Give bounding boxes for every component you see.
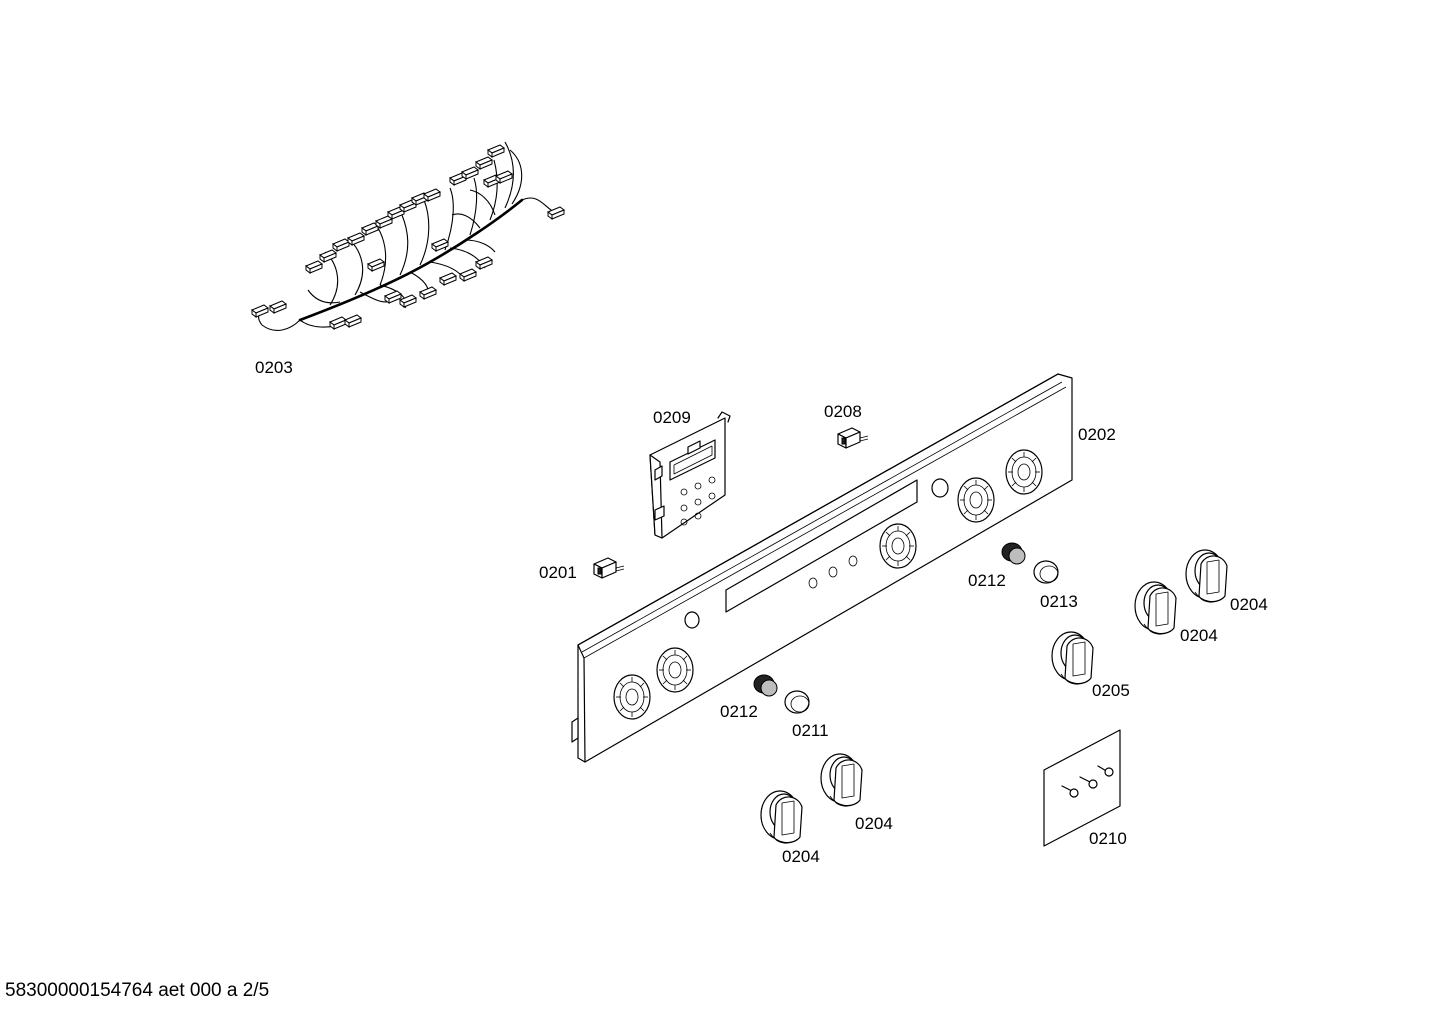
knob-insert-icon [753,674,778,697]
knob-icon [760,790,803,844]
callout-0212-lower: 0212 [720,702,758,721]
control-panel-icon [571,373,1073,763]
knob-cap-icon [784,690,810,714]
callout-0204-b: 0204 [1180,626,1218,645]
callout-0202: 0202 [1078,425,1116,444]
callout-0209: 0209 [653,408,691,427]
wiring-harness-icon [251,141,565,331]
callout-0204-c: 0204 [855,814,893,833]
callout-0211: 0211 [792,721,829,740]
knob-cap-icon [1033,560,1059,584]
callout-0204-d: 0204 [782,847,820,866]
callout-0201: 0201 [539,563,577,582]
switch-icon [837,427,869,449]
callout-0203: 0203 [255,358,293,377]
knob-icon [820,753,863,807]
screw-set-icon [1043,729,1121,847]
document-code: 58300000154764 aet 000 a 2/5 [5,980,270,1001]
callout-0204-a: 0204 [1230,595,1268,614]
switch-icon [593,557,625,579]
timer-module-icon [649,411,731,539]
knob-icon [1185,549,1228,603]
callout-0205: 0205 [1092,681,1130,700]
knob-insert-icon [1001,542,1026,565]
knob-icon [1051,631,1094,685]
callout-0210: 0210 [1089,829,1127,848]
callout-0213: 0213 [1040,592,1078,611]
knob-icon [1134,581,1177,635]
callout-0208: 0208 [824,402,862,421]
callout-0212-upper: 0212 [968,571,1006,590]
